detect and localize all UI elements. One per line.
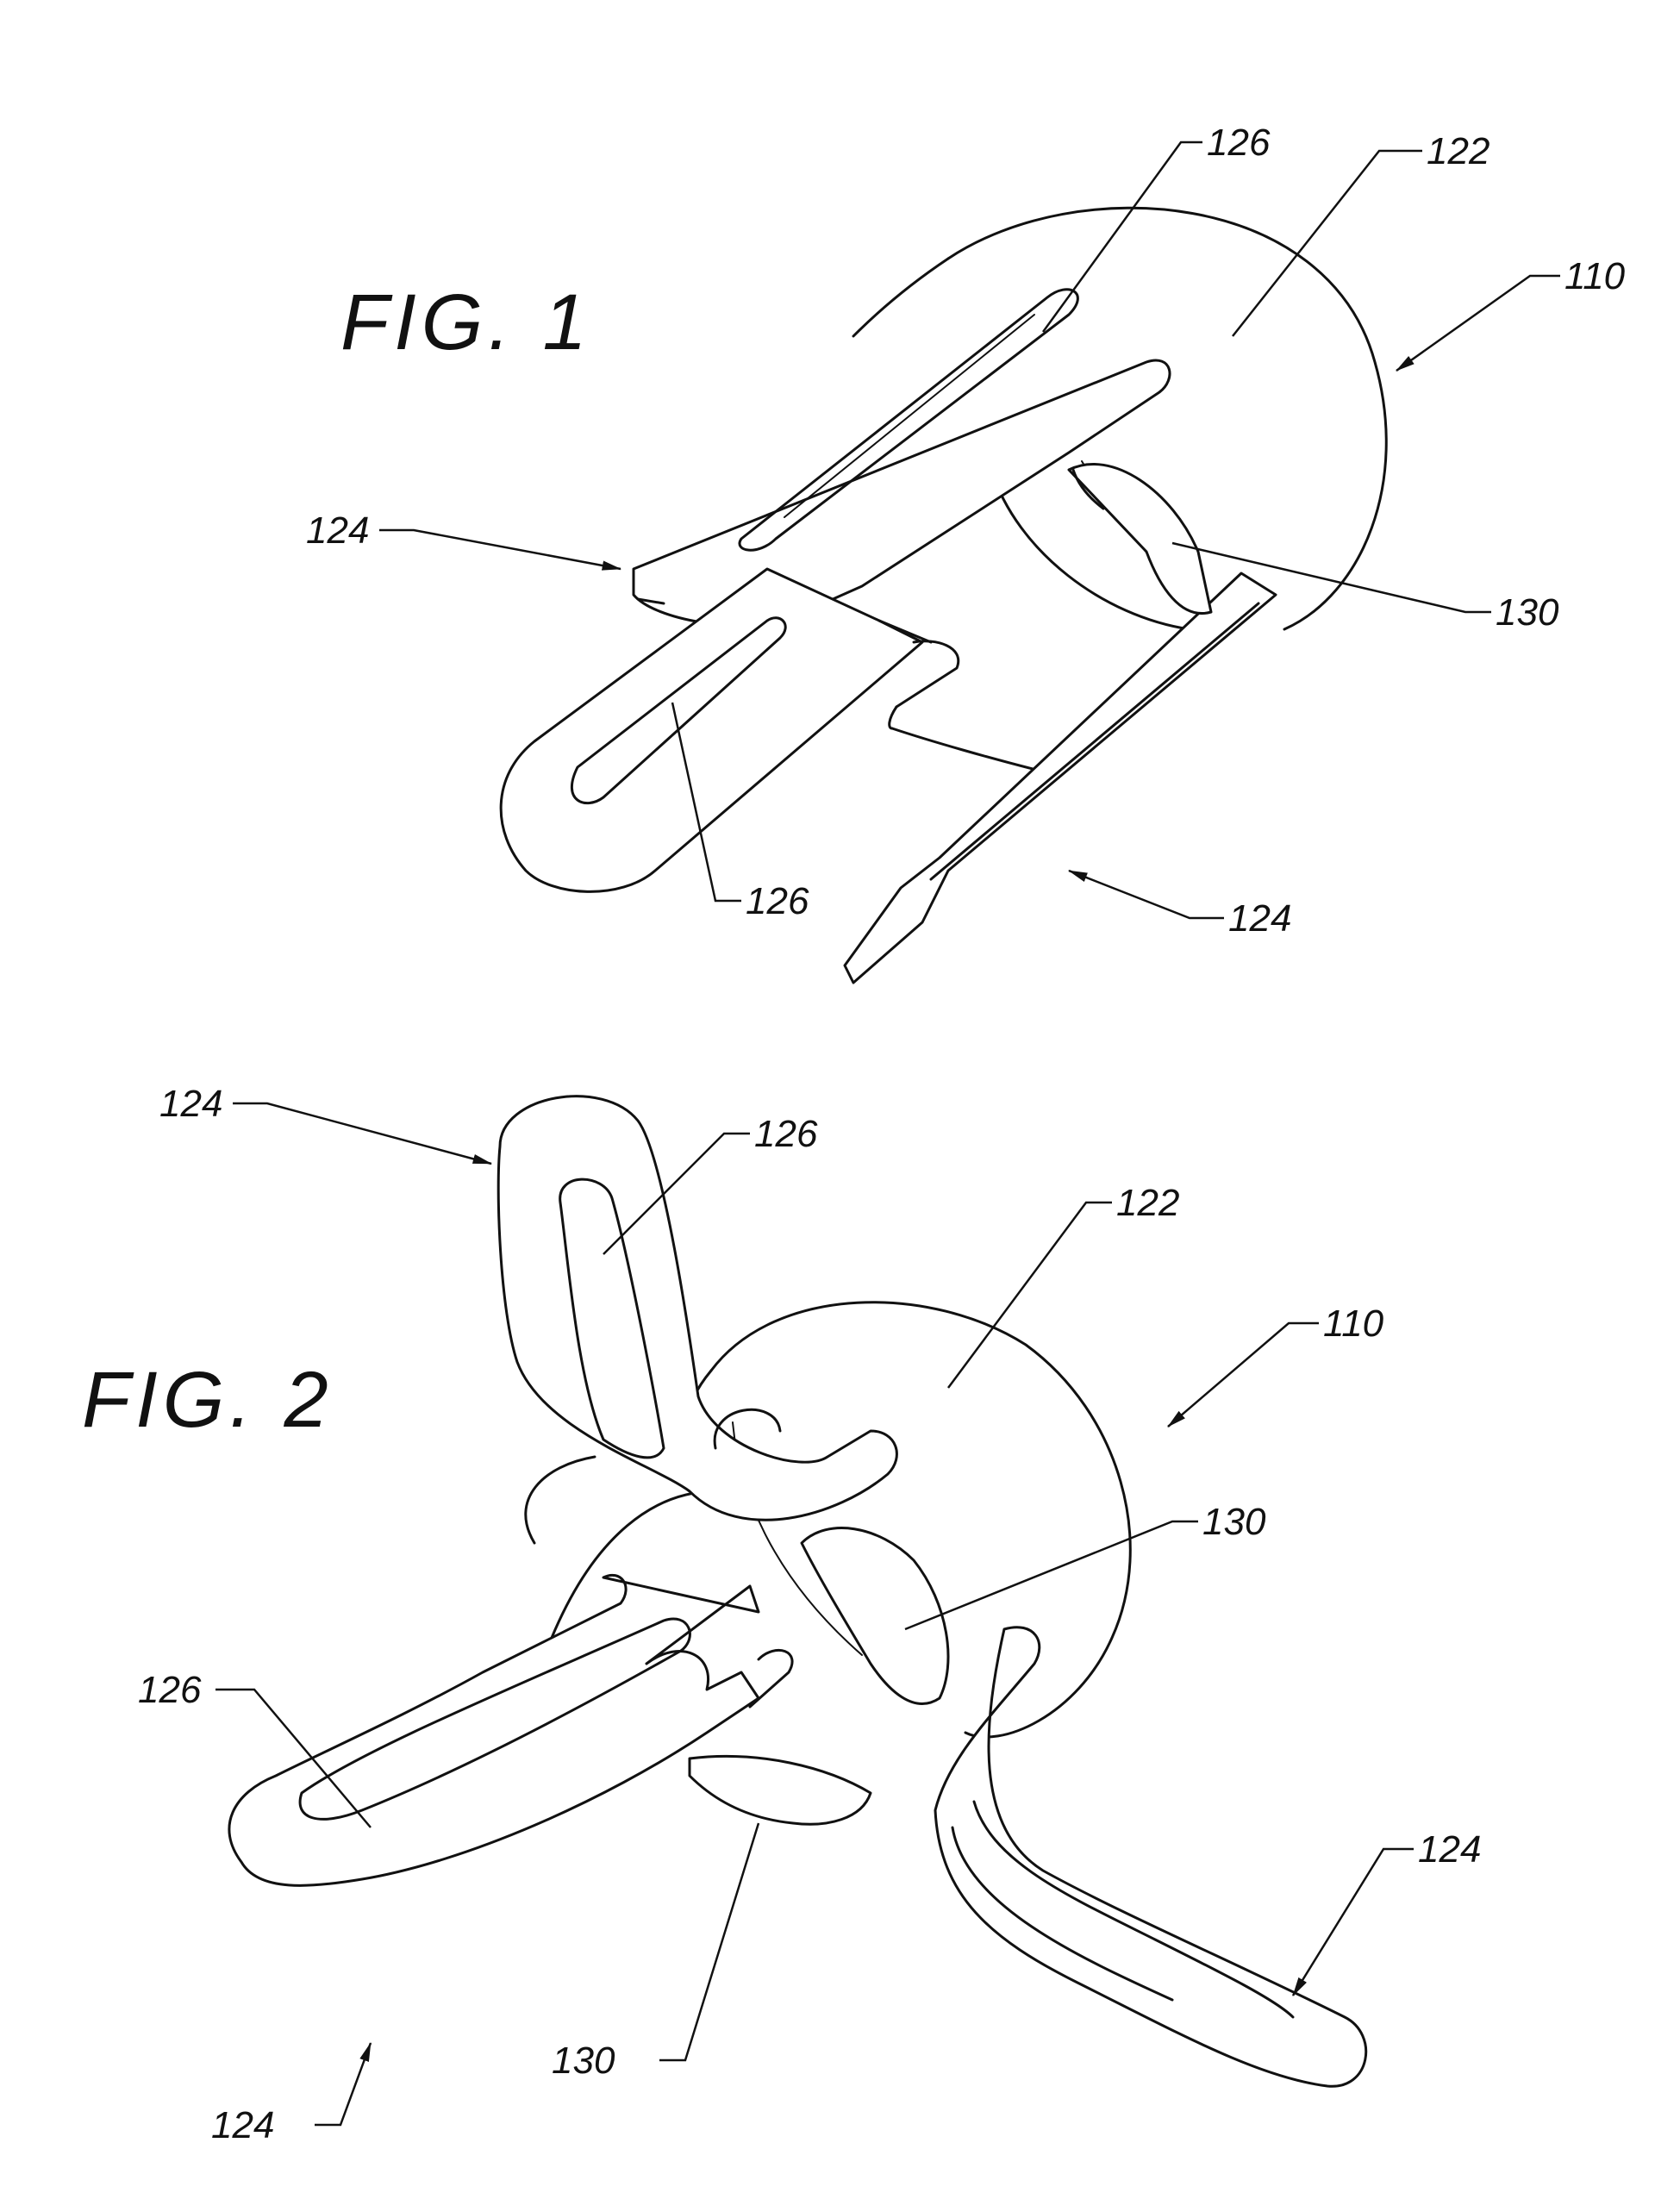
fig2-label-122: 122 <box>1116 1182 1179 1224</box>
fig2-tab-130-lower <box>690 1650 871 1824</box>
fig1-label-122: 122 <box>1427 130 1490 172</box>
fig2-right-leg <box>935 1627 1366 2087</box>
fig2-label-126-top: 126 <box>754 1113 818 1155</box>
fig1-label-124-right: 124 <box>1228 897 1291 940</box>
fig1-label-126-top: 126 <box>1207 122 1271 164</box>
fig1-label-110: 110 <box>1564 255 1626 297</box>
fig2-label-124-bottom-left: 124 <box>211 2104 274 2146</box>
fig1-lower-arm <box>501 569 931 891</box>
fig2-label-126-left: 126 <box>138 1669 202 1711</box>
fig2-label-124-right: 124 <box>1418 1828 1481 1871</box>
figure-2: FIG. 2 <box>82 1083 1481 2146</box>
fig1-label-126-lower: 126 <box>746 880 809 922</box>
fig1-label-130: 130 <box>1496 591 1559 634</box>
fig1-label-124-left: 124 <box>306 509 369 552</box>
fig2-label-130-upper: 130 <box>1202 1501 1266 1543</box>
fig2-label-130-lower: 130 <box>552 2040 615 2082</box>
fig2-label-124-top: 124 <box>159 1083 222 1125</box>
fig1-title: FIG. 1 <box>340 278 592 366</box>
fig2-title: FIG. 2 <box>82 1356 334 1444</box>
fig2-label-110: 110 <box>1323 1303 1384 1345</box>
fig1-upper-arm <box>634 290 1170 626</box>
fig1-middle-tongue <box>890 641 1043 772</box>
fig2-tab-130-upper <box>802 1528 948 1704</box>
fig2-left-leg <box>229 1457 759 1885</box>
figure-1: FIG. 1 <box>306 122 1626 983</box>
